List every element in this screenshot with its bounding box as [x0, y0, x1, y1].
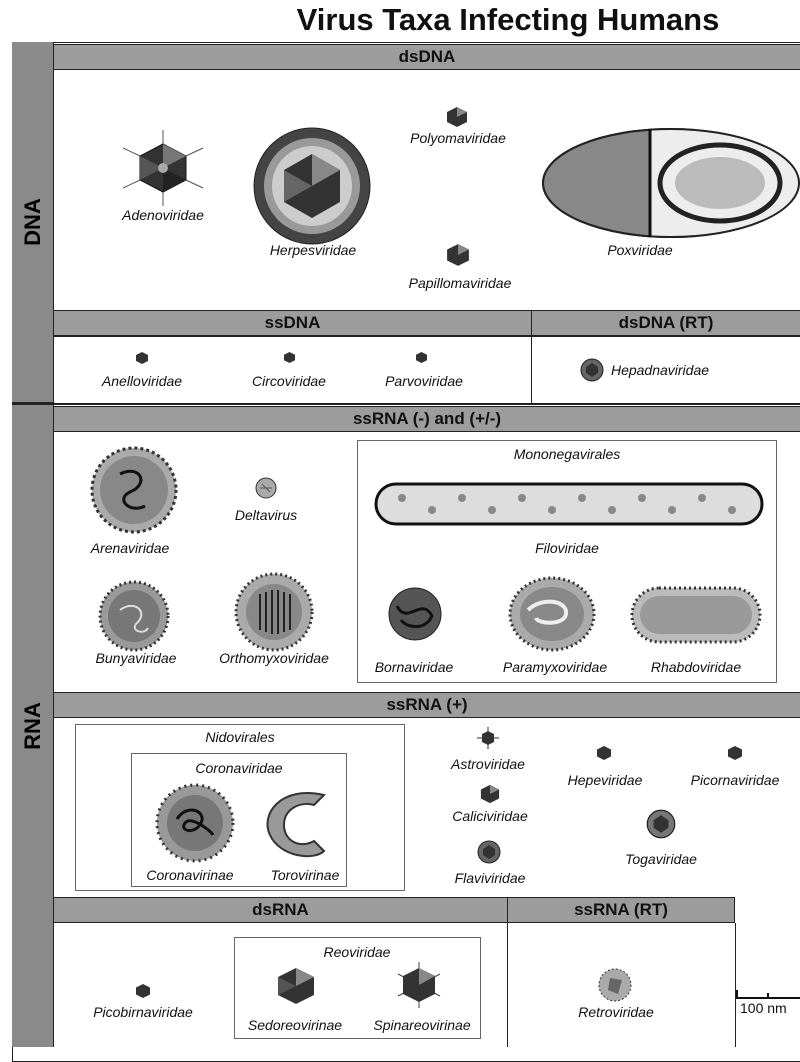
coronavirinae-label: Coronavirinae: [146, 867, 233, 883]
dsdna-rt-header: dsDNA (RT): [531, 310, 800, 336]
dna-group-label: DNA: [20, 198, 46, 246]
calicivirus-icon: [480, 784, 500, 804]
filoviridae-label: Filoviridae: [535, 540, 599, 556]
spinareovirus-icon: [396, 962, 442, 1008]
bunyaviridae-label: Bunyaviridae: [96, 650, 177, 666]
ssrna-pos-header: ssRNA (+): [54, 692, 800, 718]
picobirnavirus-icon: [136, 984, 150, 998]
spinareovirinae-label: Spinareovirinae: [373, 1017, 470, 1033]
flavivirus-icon: [477, 840, 501, 864]
reoviridae-label: Reoviridae: [324, 944, 391, 960]
picobirnaviridae-label: Picobirnaviridae: [93, 1004, 193, 1020]
arenaviridae-label: Arenaviridae: [91, 540, 170, 556]
papillomavirus-icon: [446, 243, 470, 267]
rhabdovirus-icon: [628, 584, 764, 646]
torovirinae-label: Torovirinae: [271, 867, 340, 883]
sedoreovirinae-label: Sedoreovirinae: [248, 1017, 342, 1033]
picornaviridae-label: Picornaviridae: [691, 772, 780, 788]
dsdna-header: dsDNA: [54, 44, 800, 70]
picornavirus-icon: [728, 746, 742, 760]
hepevirus-icon: [597, 746, 611, 760]
hepeviridae-label: Hepeviridae: [568, 772, 643, 788]
ssrna-neg-header: ssRNA (-) and (+/-): [54, 406, 800, 432]
parvoviridae-label: Parvoviridae: [385, 373, 463, 389]
papillomaviridae-label: Papillomaviridae: [409, 275, 512, 291]
bornaviridae-label: Bornaviridae: [375, 659, 454, 675]
circoviridae-label: Circoviridae: [252, 373, 326, 389]
poxviridae-label: Poxviridae: [607, 242, 672, 258]
arenavirus-icon: [90, 444, 178, 536]
rna-group-bar: RNA: [12, 404, 54, 1047]
ssrna-rt-header: ssRNA (RT): [507, 897, 735, 923]
anelloviridae-label: Anelloviridae: [102, 373, 182, 389]
retrovirus-icon: [598, 968, 632, 1002]
scale-bar: [735, 986, 800, 1000]
hepadnaviridae-label: Hepadnaviridae: [611, 362, 709, 378]
dsrna-ssrna-rt-divider: [507, 923, 508, 1047]
sedoreovirus-icon: [276, 966, 316, 1006]
scale-bar-label: 100 nm: [740, 1000, 787, 1016]
astrovirus-icon: [477, 727, 499, 749]
retroviridae-label: Retroviridae: [578, 1004, 653, 1020]
bornavirus-icon: [387, 586, 443, 642]
parvovirus-icon: [416, 352, 427, 363]
orthomyxoviridae-label: Orthomyxoviridae: [219, 650, 329, 666]
togavirus-icon: [646, 809, 676, 839]
ssrna-rt-scale-divider: [735, 923, 736, 1047]
torovirus-icon: [260, 785, 334, 861]
herpesvirus-icon: [252, 126, 372, 246]
dna-group-bar: DNA: [12, 42, 54, 404]
mononegavirales-label: Mononegavirales: [514, 446, 621, 462]
adenoviridae-label: Adenoviridae: [122, 207, 204, 223]
poxvirus-icon: [540, 126, 800, 240]
rna-group-label: RNA: [20, 702, 46, 750]
caliciviridae-label: Caliciviridae: [452, 808, 527, 824]
coronaviridae-label: Coronaviridae: [195, 760, 282, 776]
anellovirus-icon: [136, 352, 148, 364]
togaviridae-label: Togaviridae: [625, 851, 697, 867]
polyomaviridae-label: Polyomaviridae: [410, 130, 506, 146]
rhabdoviridae-label: Rhabdoviridae: [651, 659, 741, 675]
deltavirus-label: Deltavirus: [235, 507, 297, 523]
herpesviridae-label: Herpesviridae: [270, 242, 356, 258]
ssdna-rt-divider: [531, 336, 532, 403]
deltavirus-icon: [255, 477, 277, 499]
polyomavirus-icon: [446, 106, 468, 128]
adenovirus-icon: [118, 128, 208, 208]
hepadnavirus-icon: [580, 358, 604, 382]
flaviviridae-label: Flaviviridae: [455, 870, 526, 886]
page-title: Virus Taxa Infecting Humans: [0, 2, 800, 38]
ssdna-header: ssDNA: [54, 310, 531, 336]
bunyavirus-icon: [98, 580, 170, 652]
orthomyxovirus-icon: [234, 572, 314, 652]
dna-rna-divider: [12, 403, 800, 405]
paramyxoviridae-label: Paramyxoviridae: [503, 659, 607, 675]
coronavirus-icon: [155, 783, 235, 863]
filovirus-icon: [372, 478, 767, 530]
ssdna-bottom-line: [54, 336, 800, 337]
circovirus-icon: [284, 352, 295, 363]
paramyxovirus-icon: [508, 576, 596, 652]
nidovirales-label: Nidovirales: [205, 729, 274, 745]
astroviridae-label: Astroviridae: [451, 756, 525, 772]
dsrna-header: dsRNA: [54, 897, 507, 923]
